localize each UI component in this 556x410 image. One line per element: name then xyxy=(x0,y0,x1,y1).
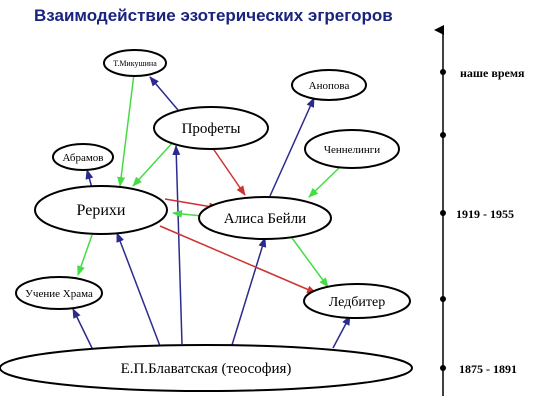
timeline-label-bailey-period: 1919 - 1955 xyxy=(456,207,514,221)
node-abramov-label: Абрамов xyxy=(62,152,103,164)
edge-roerichs-abramov xyxy=(85,169,94,189)
node-mikushina: Т.Микушина xyxy=(103,49,167,77)
edge-prophets-mikushina xyxy=(149,76,179,111)
timeline-dot xyxy=(440,365,446,371)
edge-mikushina-roerichs xyxy=(117,73,135,187)
edge-blavatsky-temple xyxy=(72,308,93,349)
node-prophets: Профеты xyxy=(153,106,269,150)
node-prophets-label: Профеты xyxy=(182,121,241,137)
edge-roerichs-temple xyxy=(77,234,93,276)
node-roerichs: Рерихи xyxy=(34,185,168,235)
node-channelings-label: Ченнелинги xyxy=(324,144,380,156)
timeline-label-blavatsky-period: 1875 - 1891 xyxy=(459,362,517,376)
node-temple: Учение Храма xyxy=(15,276,103,310)
node-bailey-label: Алиса Бейли xyxy=(224,211,306,227)
edges-green xyxy=(77,73,341,288)
edge-blavatsky-prophets xyxy=(172,145,183,345)
edge-prophets-roerichs xyxy=(132,139,176,187)
node-anopova-label: Анопова xyxy=(309,80,350,92)
node-leadbeater: Ледбитер xyxy=(303,283,411,319)
edge-roerichs-leadbeater xyxy=(159,225,317,294)
edge-prophets-bailey xyxy=(211,146,246,196)
timeline-label-now: наше время xyxy=(460,66,525,80)
timeline-dot xyxy=(440,132,446,138)
edge-channelings-bailey xyxy=(308,166,341,198)
node-blavatsky-label: Е.П.Блаватская (теософия) xyxy=(121,361,292,377)
edges-navy xyxy=(72,76,351,349)
edge-blavatsky-leadbeater xyxy=(332,315,351,349)
node-bailey: Алиса Бейли xyxy=(198,196,332,240)
timeline-dot xyxy=(440,69,446,75)
edge-blavatsky-roerichs xyxy=(116,232,161,347)
node-temple-label: Учение Храма xyxy=(25,288,93,300)
node-leadbeater-label: Ледбитер xyxy=(329,295,386,310)
edge-bailey-roerichs xyxy=(172,209,203,218)
node-roerichs-label: Рерихи xyxy=(77,202,126,219)
node-channelings: Ченнелинги xyxy=(304,129,400,169)
page-title: Взаимодействие эзотерических эгрегоров xyxy=(34,6,393,25)
timeline: наше время 1919 - 1955 1875 - 1891 xyxy=(434,25,525,396)
edge-bailey-leadbeater xyxy=(291,237,329,288)
edge-blavatsky-bailey xyxy=(231,237,267,346)
node-mikushina-label: Т.Микушина xyxy=(113,59,157,68)
edge-bailey-anopova xyxy=(269,97,315,197)
node-blavatsky: Е.П.Блаватская (теософия) xyxy=(0,344,413,392)
node-anopova: Анопова xyxy=(291,69,367,101)
timeline-dot xyxy=(440,210,446,216)
timeline-dot xyxy=(440,296,446,302)
node-abramov: Абрамов xyxy=(52,143,114,171)
